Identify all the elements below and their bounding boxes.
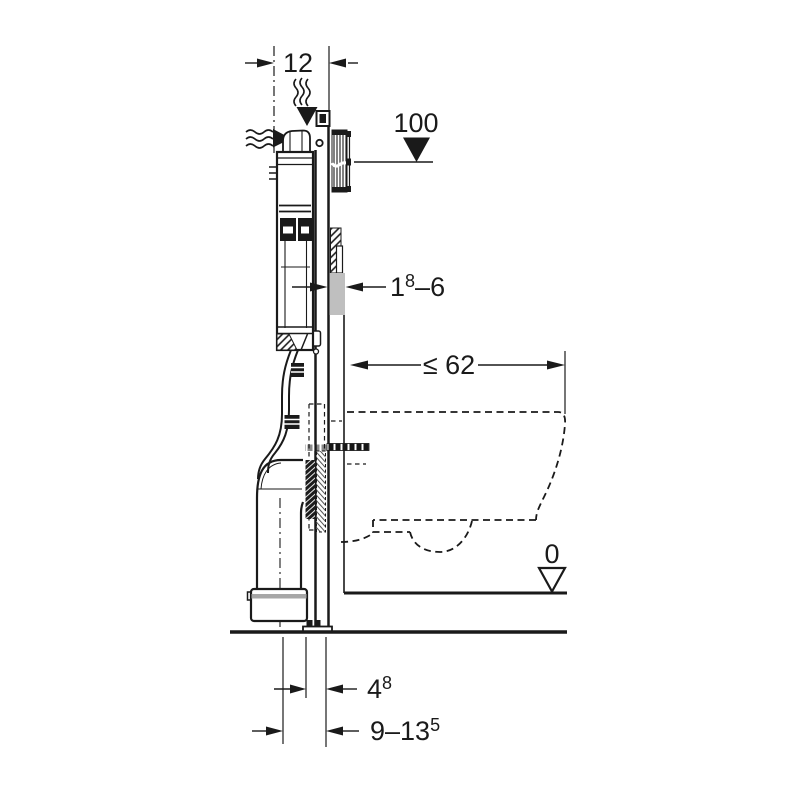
wc-connector xyxy=(305,403,370,533)
dim-top-width-label: 12 xyxy=(283,48,313,78)
water-supply-side xyxy=(245,129,291,149)
drain-seal-band xyxy=(251,594,307,599)
flush-pipe-clamp-lower xyxy=(284,415,300,429)
dim-pan-depth-label: ≤ 62 xyxy=(423,350,475,380)
rail-bolt xyxy=(315,138,324,148)
dim-outlet-range-label: 9–135 xyxy=(370,715,440,746)
level-triangle-filled-icon xyxy=(403,137,430,162)
drain-bend xyxy=(246,458,309,627)
floor-lines xyxy=(230,591,567,634)
dim-arrow-right-icon xyxy=(266,726,283,736)
dimension-outlet-range: 9–135 xyxy=(252,715,440,746)
drain-socket xyxy=(249,587,309,623)
dim-arrow-left-icon xyxy=(326,684,343,694)
cistern-inlet xyxy=(282,129,311,153)
flush-pipe-clamp-upper xyxy=(291,363,304,377)
dim-arrow-left-icon xyxy=(329,58,346,68)
dim-arrow-left-icon xyxy=(345,282,363,292)
cistern xyxy=(269,129,315,352)
level-0-label: 0 xyxy=(544,539,559,569)
dim-arrow-right-icon xyxy=(547,360,565,370)
dim-outlet-offset-label: 48 xyxy=(367,673,392,704)
dimension-pan-depth: ≤ 62 xyxy=(350,350,566,414)
dim-arrow-right-icon xyxy=(310,282,328,292)
dim-arrow-right-icon xyxy=(257,58,274,68)
water-supply-top xyxy=(293,77,318,126)
level-100-label: 100 xyxy=(393,108,438,138)
level-marker-floor: 0 xyxy=(537,539,567,594)
supply-arrow-down-icon xyxy=(296,107,318,126)
level-marker-actuator: 100 xyxy=(354,108,439,163)
dimension-top-width: 12 xyxy=(245,46,358,153)
cistern-body xyxy=(275,150,315,352)
threaded-rod xyxy=(326,443,370,451)
wall-lining-block xyxy=(329,273,345,315)
wc-pan-outline xyxy=(340,411,567,553)
dim-arrow-right-icon xyxy=(290,684,306,694)
dim-wall-lining-label: 18–6 xyxy=(390,271,445,302)
level-triangle-open-icon xyxy=(537,566,567,594)
supply-arrow-right-icon xyxy=(273,129,291,148)
dimension-wall-lining: 18–6 xyxy=(292,271,445,302)
dimension-outlet-offset: 48 xyxy=(274,637,392,747)
dim-arrow-left-icon xyxy=(326,726,343,736)
actuator-plate xyxy=(330,129,351,193)
connector-seal xyxy=(305,460,315,519)
wall-finish xyxy=(329,227,345,593)
connector-sleeve xyxy=(316,450,326,533)
dim-arrow-left-icon xyxy=(350,360,368,370)
